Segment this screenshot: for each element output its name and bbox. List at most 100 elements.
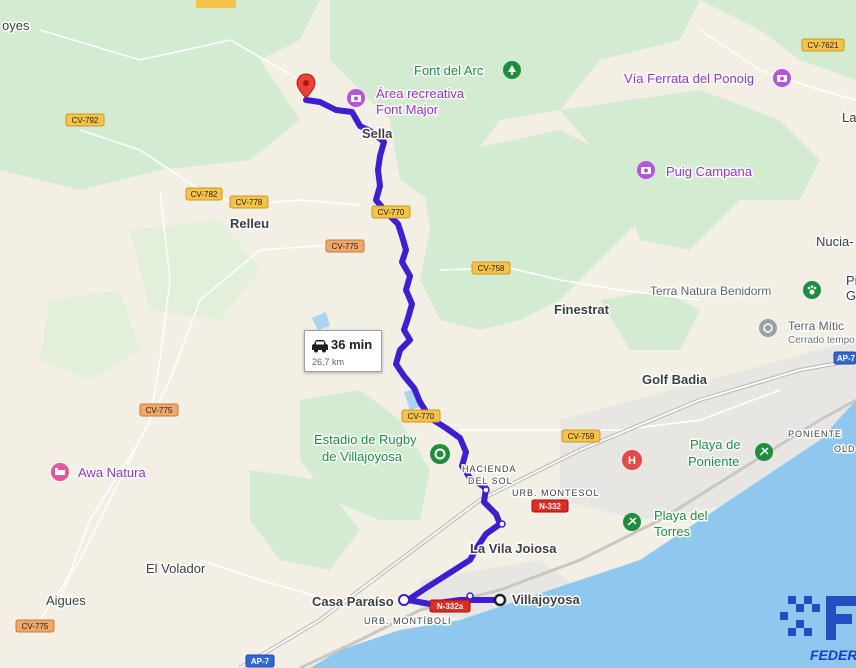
- label-terra-mitica: Terra Mític: [788, 319, 844, 333]
- amusement-park-icon: [759, 319, 777, 337]
- shield-partial-top: [196, 0, 236, 8]
- label-nucia: Nucia-: [816, 234, 854, 249]
- poi-icons[interactable]: H: [51, 61, 821, 531]
- label-urb-montiboli: URB. MONTÍBOLI: [364, 616, 452, 626]
- destination-pin-icon[interactable]: [296, 73, 316, 99]
- camera-icon: [637, 161, 655, 179]
- label-urb-montesol: URB. MONTESOL: [512, 488, 600, 498]
- label-playa-torres-2: Torres: [654, 524, 691, 539]
- label-la: La: [842, 110, 856, 125]
- label-el-volador: El Volador: [146, 561, 206, 576]
- shield-n332a: N-332a: [429, 599, 471, 613]
- label-awa-natura: Awa Natura: [78, 465, 146, 480]
- shield-ap7-a: AP-7: [245, 654, 275, 668]
- label-old: OLD: [834, 444, 856, 454]
- label-area-recreativa-1: Área recreativa: [376, 86, 465, 101]
- shield-cv759: CV-759: [561, 429, 601, 443]
- shield-cv775-b: CV-775: [139, 403, 179, 417]
- label-via-ferrata: Vía Ferrata del Ponoig: [624, 71, 754, 86]
- route-waypoint: [482, 486, 490, 494]
- shield-ap7-b: AP-7: [833, 351, 856, 365]
- label-area-recreativa-2: Font Major: [376, 102, 439, 117]
- svg-text:CV-759: CV-759: [568, 432, 595, 441]
- svg-text:CV-775: CV-775: [332, 242, 359, 251]
- svg-text:CV-782: CV-782: [191, 190, 218, 199]
- label-estadio-1: Estadio de Rugby: [314, 432, 417, 447]
- route-waypoint: [498, 520, 506, 528]
- tree-icon: [503, 61, 521, 79]
- svg-text:CV-770: CV-770: [378, 208, 405, 217]
- label-hacienda-2: DEL SOL: [468, 476, 513, 486]
- shield-cv775-a: CV-775: [325, 239, 365, 253]
- hospital-icon: H: [622, 450, 642, 470]
- route-duration: 36 min: [331, 337, 373, 352]
- label-finestrat: Finestrat: [554, 302, 610, 317]
- paw-icon: [803, 281, 821, 299]
- svg-text:AP-7: AP-7: [837, 354, 856, 363]
- poi-labels[interactable]: Font del Arc Área recreativa Font Major …: [77, 62, 856, 541]
- route-origin-marker[interactable]: [493, 593, 507, 607]
- route-distance: 26,7 km: [312, 357, 345, 367]
- svg-text:H: H: [628, 455, 636, 467]
- label-font-del-arc: Font del Arc: [414, 63, 484, 78]
- shield-cv7621: CV-7621: [801, 38, 845, 52]
- label-playa-torres-1: Playa del: [654, 508, 708, 523]
- shield-cv770-mid: CV-770: [401, 409, 441, 423]
- reservoir: [312, 312, 330, 330]
- svg-text:N-332a: N-332a: [437, 602, 464, 611]
- shield-cv782: CV-782: [185, 187, 223, 201]
- svg-text:AP-7: AP-7: [251, 657, 270, 666]
- green-areas: [0, 0, 856, 570]
- area-labels: HACIENDA DEL SOL URB. MONTESOL URB. MONT…: [363, 428, 856, 628]
- label-p-partial: Pi: [846, 273, 856, 288]
- label-playa-poniente-2: Poniente: [688, 454, 739, 469]
- label-golf-badia: Golf Badia: [642, 372, 708, 387]
- svg-text:N-332: N-332: [539, 502, 561, 511]
- car-icon: [312, 340, 328, 353]
- label-g-partial: G: [846, 288, 856, 303]
- label-hacienda-1: HACIENDA: [462, 464, 517, 474]
- label-casa-paraiso: Casa Paraíso: [312, 594, 394, 609]
- beach-icon: [623, 513, 641, 531]
- shield-cv778: CV-778: [229, 195, 269, 209]
- label-playa-poniente-1: Playa de: [690, 437, 741, 452]
- route-line: [303, 97, 503, 607]
- sea: [310, 400, 856, 668]
- beach-icon: [755, 443, 773, 461]
- route-waypoint-start[interactable]: [398, 594, 410, 606]
- label-aigues: Aigues: [46, 593, 86, 608]
- svg-text:CV-775: CV-775: [146, 406, 173, 415]
- shield-cv775-c: CV-775: [15, 619, 55, 633]
- svg-text:CV-7621: CV-7621: [807, 41, 839, 50]
- svg-text:CV-778: CV-778: [236, 198, 263, 207]
- shield-cv758: CV-758: [471, 261, 511, 275]
- camera-icon: [347, 89, 365, 107]
- federation-logo: FEDER: [780, 596, 856, 663]
- shield-cv792: CV-792: [65, 113, 105, 127]
- svg-text:CV-775: CV-775: [22, 622, 49, 631]
- svg-text:CV-758: CV-758: [478, 264, 505, 273]
- highways: [238, 358, 856, 668]
- svg-text:CV-792: CV-792: [72, 116, 99, 125]
- place-labels: oyes Sella Relleu Finestrat Golf Badia L…: [1, 17, 856, 611]
- label-estadio-2: de Villajoyosa: [322, 449, 403, 464]
- green-areas-light: [40, 220, 260, 380]
- svg-text:CV-770: CV-770: [408, 412, 435, 421]
- svg-text:FEDER: FEDER: [810, 647, 856, 663]
- label-villajoyosa: Villajoyosa: [512, 592, 580, 607]
- route-info-box[interactable]: 36 min 26,7 km: [304, 330, 382, 372]
- label-la-vila-joiosa: La Vila Joiosa: [470, 541, 557, 556]
- route-waypoint: [466, 592, 474, 600]
- label-oyes: oyes: [2, 18, 30, 33]
- label-puig-campana: Puig Campana: [666, 164, 753, 179]
- stadium-icon: [430, 444, 450, 464]
- shield-n332: N-332: [531, 499, 569, 513]
- label-sella: Sella: [362, 126, 393, 141]
- road-shields: CV-7621 CV-792 CV-782 CV-778 CV-770 CV-7…: [15, 0, 856, 668]
- label-cerrado-temporalmente: Cerrado tempo: [788, 335, 855, 346]
- hotel-icon: [51, 463, 69, 481]
- label-terra-natura: Terra Natura Benidorm: [650, 284, 771, 298]
- label-poniente: PONIENTE: [788, 429, 842, 439]
